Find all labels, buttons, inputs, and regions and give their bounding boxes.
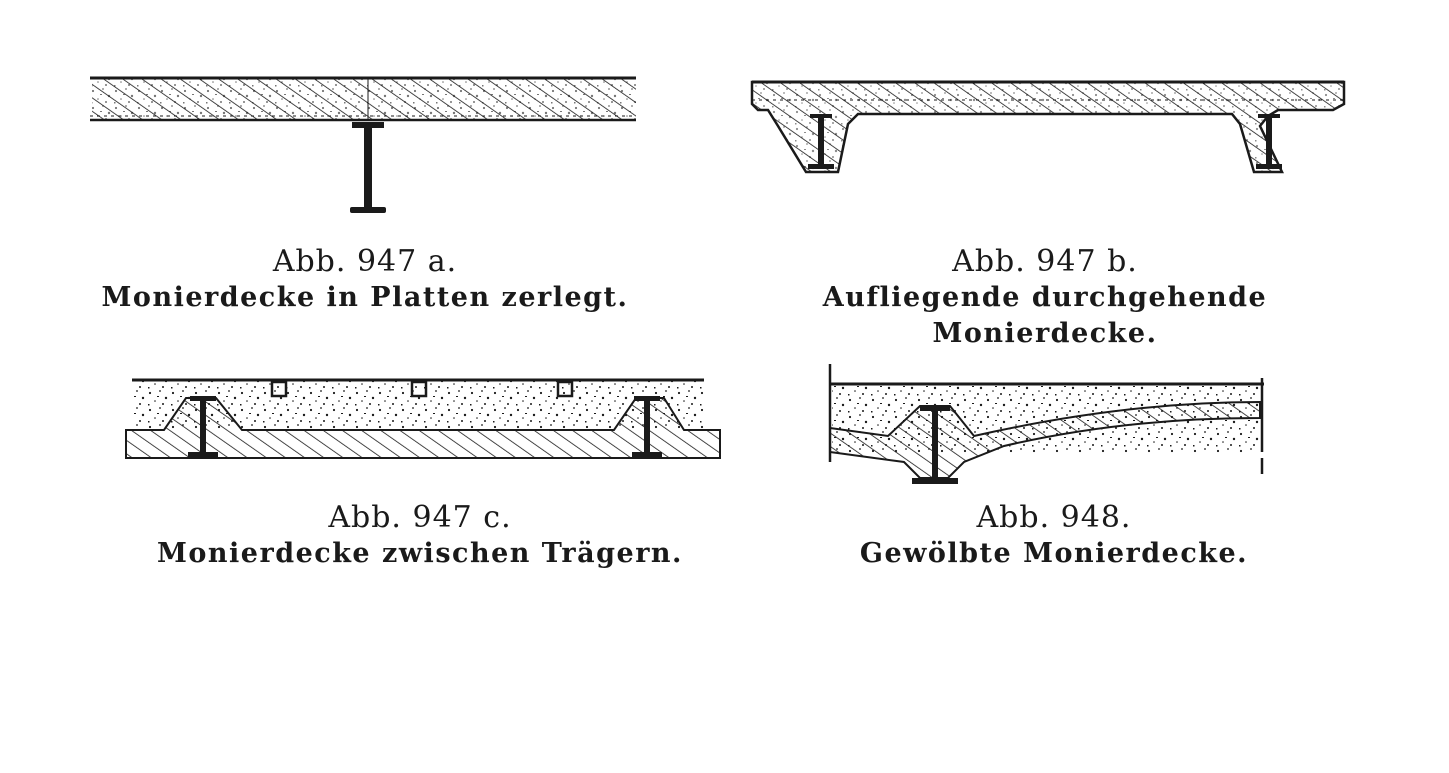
figure-number: Abb. 947 c. [328,500,512,535]
figure-948-drawing [824,362,1274,492]
figure-number: Abb. 947 b. [952,244,1138,279]
figure-caption: Gewölbte Monierdecke. [859,538,1249,569]
figure-number: Abb. 948. [976,500,1132,535]
figure-caption: Aufliegende durchgehende Monierdecke. [822,282,1268,349]
figure-caption: Monierdecke zwischen Trägern. [157,538,683,569]
figure-948-caption: Abb. 948. Gewölbte Monierdecke. [824,500,1284,572]
figure-947a-caption: Abb. 947 a. Monierdecke in Platten zerle… [90,244,640,316]
figure-number: Abb. 947 a. [272,244,458,279]
figure-947b-drawing [748,74,1348,184]
figure-947c-caption: Abb. 947 c. Monierdecke zwischen Trägern… [110,500,730,572]
figure-947c-drawing [124,372,724,472]
figure-947b-caption: Abb. 947 b. Aufliegende durchgehende Mon… [740,244,1350,352]
figure-947a-drawing [90,70,640,220]
figure-caption: Monierdecke in Platten zerlegt. [101,282,629,313]
